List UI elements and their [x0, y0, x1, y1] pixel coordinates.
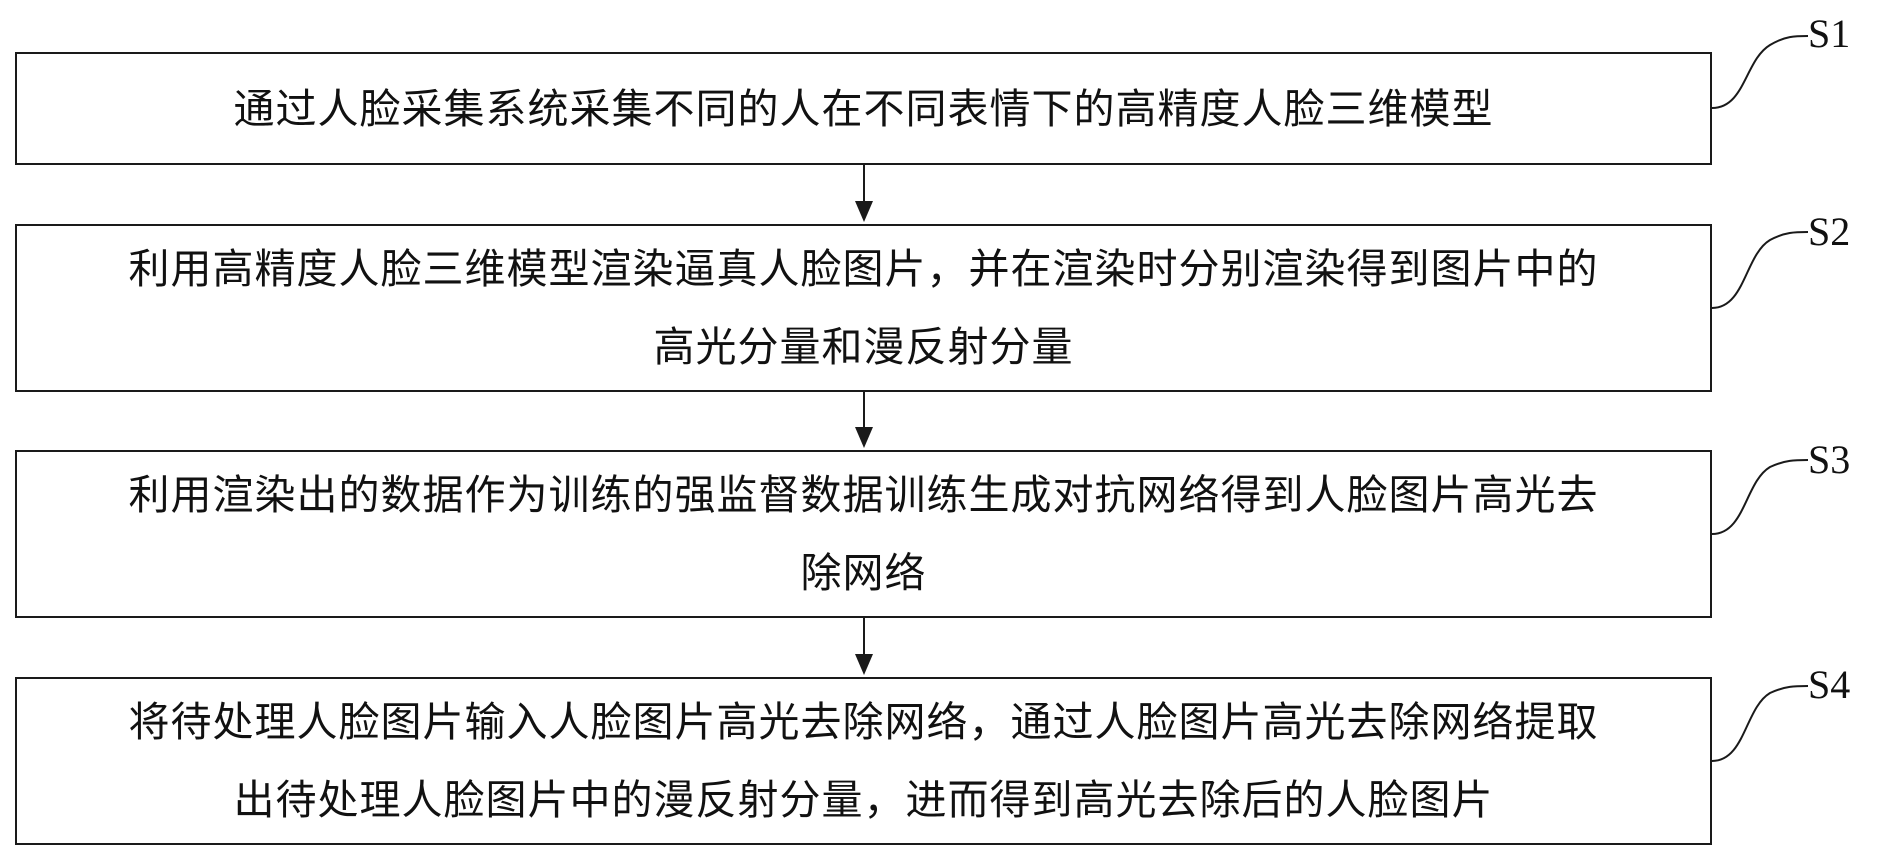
- arrow-s1-to-s2: [855, 165, 873, 222]
- step-text-line: 通过人脸采集系统采集不同的人在不同表情下的高精度人脸三维模型: [233, 84, 1494, 133]
- step-label-s4: S4: [1808, 662, 1851, 707]
- step-box-s3: 利用渲染出的数据作为训练的强监督数据训练生成对抗网络得到人脸图片高光去 除网络: [15, 450, 1712, 618]
- leader-line-s4: [1711, 685, 1809, 762]
- step-text-line: 利用渲染出的数据作为训练的强监督数据训练生成对抗网络得到人脸图片高光去: [128, 471, 1599, 519]
- step-text-line: 高光分量和漫反射分量: [653, 323, 1074, 371]
- step-text-line: 将待处理人脸图片输入人脸图片高光去除网络，通过人脸图片高光去除网络提取: [128, 698, 1599, 746]
- leader-line-s3: [1711, 459, 1809, 535]
- arrow-s3-to-s4: [855, 618, 873, 675]
- leader-line-s2: [1711, 231, 1809, 309]
- step-label-s2: S2: [1808, 209, 1851, 254]
- leader-line-s1: [1711, 35, 1809, 109]
- step-text-line: 除网络: [800, 549, 927, 597]
- step-box-s4: 将待处理人脸图片输入人脸图片高光去除网络，通过人脸图片高光去除网络提取 出待处理…: [15, 677, 1712, 845]
- step-label-s1: S1: [1808, 11, 1851, 56]
- step-text-line: 出待处理人脸图片中的漫反射分量，进而得到高光去除后的人脸图片: [233, 776, 1494, 824]
- step-text-line: 利用高精度人脸三维模型渲染逼真人脸图片，并在渲染时分别渲染得到图片中的: [128, 245, 1599, 293]
- step-text-s1: 通过人脸采集系统采集不同的人在不同表情下的高精度人脸三维模型: [224, 70, 1504, 148]
- step-box-s1: 通过人脸采集系统采集不同的人在不同表情下的高精度人脸三维模型: [15, 52, 1712, 165]
- step-box-s2: 利用高精度人脸三维模型渲染逼真人脸图片，并在渲染时分别渲染得到图片中的 高光分量…: [15, 224, 1712, 392]
- step-text-s2: 利用高精度人脸三维模型渲染逼真人脸图片，并在渲染时分别渲染得到图片中的 高光分量…: [119, 230, 1609, 386]
- step-label-s3: S3: [1808, 437, 1851, 482]
- step-text-s4: 将待处理人脸图片输入人脸图片高光去除网络，通过人脸图片高光去除网络提取 出待处理…: [119, 683, 1609, 839]
- step-text-s3: 利用渲染出的数据作为训练的强监督数据训练生成对抗网络得到人脸图片高光去 除网络: [119, 456, 1609, 612]
- arrow-s2-to-s3: [855, 392, 873, 448]
